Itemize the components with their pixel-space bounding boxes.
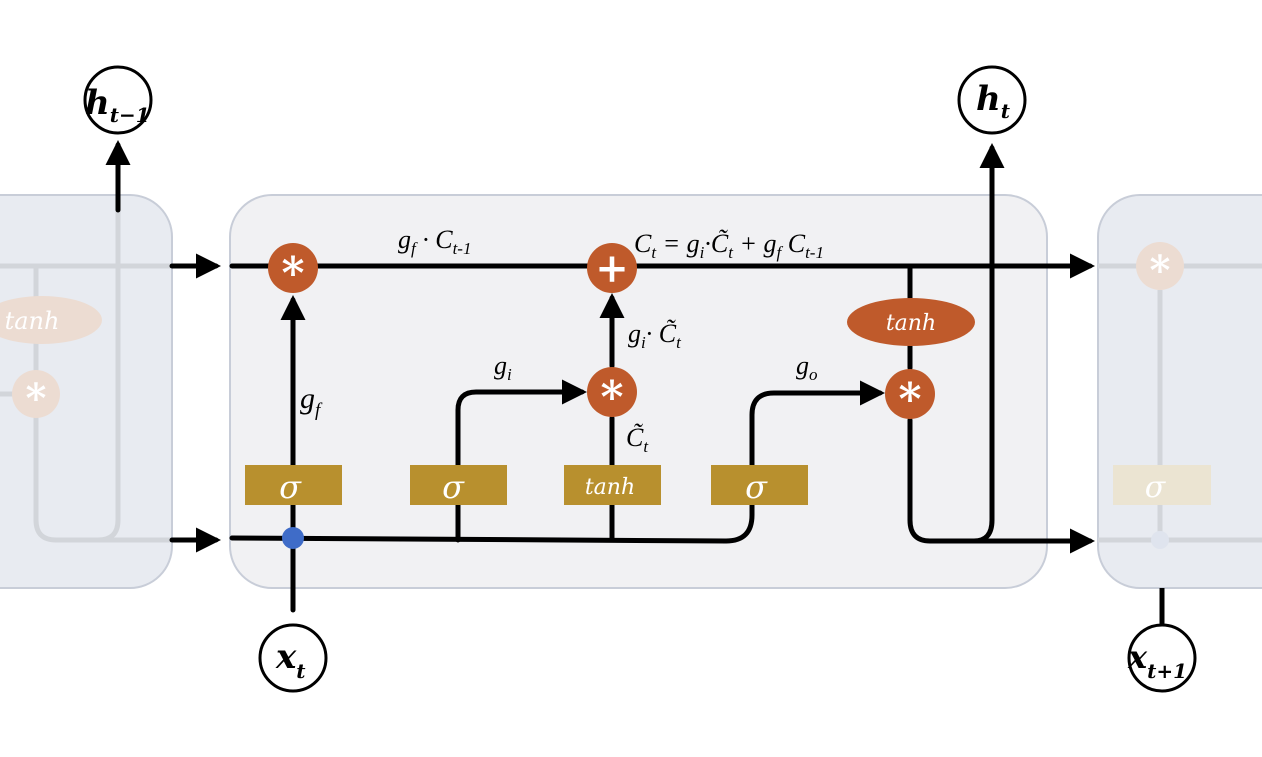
svg-text:ht: ht: [976, 79, 1011, 123]
gf-annotation: gf: [300, 382, 323, 421]
hidden-bus-line: [229, 535, 729, 544]
forget-sigma-gate: [245, 465, 342, 505]
cell-add-op: [587, 243, 637, 293]
next-cell: * σ: [1097, 194, 1262, 589]
forget-multiply-op: [268, 243, 318, 293]
input-multiply-symbol: *: [600, 372, 623, 423]
svg-text:xt: xt: [275, 637, 306, 683]
output-sigma-label: σ: [745, 468, 768, 506]
hidden-out-line: [907, 417, 1095, 554]
next-cell-sigma-label: σ: [1145, 470, 1167, 505]
next-cell-junction: [1151, 531, 1169, 549]
input-sigma-label: σ: [442, 468, 465, 506]
candidate-tanh-label: tanh: [585, 475, 635, 500]
previous-cell-multiply-op: [12, 370, 60, 418]
output-multiply-op: [885, 369, 935, 419]
go-annotation: go: [796, 351, 818, 384]
gi-annotation: gi: [494, 351, 512, 384]
x-t-node: xt: [258, 623, 328, 693]
svg-text:xt+1: xt+1: [1127, 638, 1187, 683]
previous-cell-box: [0, 194, 173, 589]
cell-tanh-label: tanh: [886, 311, 936, 336]
h-t-node: ht: [957, 65, 1027, 135]
xt-junction: [282, 527, 304, 549]
output-gate-line: [723, 380, 885, 544]
previous-cell: tanh *: [0, 194, 173, 589]
next-cell-multiply-symbol: *: [1150, 247, 1171, 294]
forget-sigma-label: σ: [279, 468, 302, 506]
input-multiply-op: [587, 367, 637, 417]
next-cell-multiply-op: [1136, 242, 1184, 290]
cell-update-annotation: Ct = gi·C̃t + gf Ct-1: [634, 229, 824, 262]
svg-text:ht−1: ht−1: [85, 83, 150, 127]
previous-cell-tanh-label: tanh: [5, 307, 60, 335]
cell-add-symbol: +: [595, 245, 629, 292]
previous-cell-tanh: [0, 296, 102, 344]
connector-lines: [105, 140, 1095, 613]
h-prev-node: ht−1: [83, 65, 153, 135]
input-product-annotation: gi· C̃t: [628, 319, 682, 352]
c-tilde-annotation: C̃t: [626, 423, 649, 456]
output-sigma-gate: [711, 465, 808, 505]
output-multiply-symbol: *: [898, 374, 921, 425]
input-gate-line: [455, 379, 587, 543]
x-next-node: xt+1: [1127, 588, 1197, 693]
forget-multiply-symbol: *: [281, 248, 304, 299]
forget-product-annotation: gf · Ct-1: [398, 225, 471, 258]
cell-tanh-op: [847, 298, 975, 346]
ht-up-line: [971, 143, 1005, 544]
candidate-tanh-gate: [564, 465, 661, 505]
previous-cell-multiply-symbol: *: [26, 375, 47, 422]
next-cell-sigma-gate: [1113, 465, 1211, 505]
input-sigma-gate: [410, 465, 507, 505]
